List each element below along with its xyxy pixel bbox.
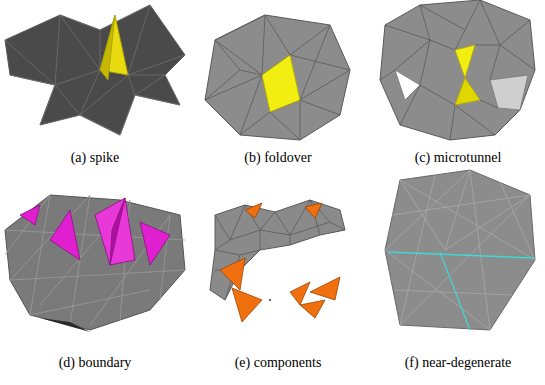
subfigure-caption: (b) foldover	[244, 150, 311, 166]
subfigure-caption: (d) boundary	[59, 355, 132, 371]
components-mesh	[210, 200, 345, 322]
foldover-mesh	[205, 15, 350, 140]
microtunnel-mesh	[380, 0, 535, 140]
subfigure-caption: (f) near-degenerate	[405, 355, 512, 371]
near-degenerate-mesh	[385, 170, 535, 330]
subfigure-caption: (c) microtunnel	[415, 150, 502, 166]
spike-mesh	[5, 5, 185, 135]
boundary-mesh	[5, 195, 185, 332]
subfigure-caption: (e) components	[235, 355, 322, 371]
subfigure-caption: (a) spike	[71, 150, 120, 166]
